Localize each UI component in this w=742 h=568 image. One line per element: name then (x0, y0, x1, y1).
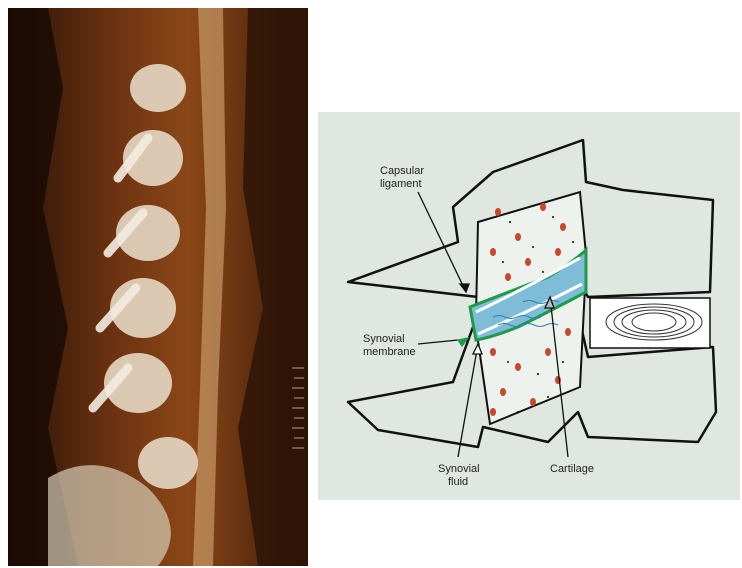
cartilage-label: Cartilage (550, 463, 594, 475)
mri-artwork (8, 8, 308, 566)
diagram-artwork: Capsular ligament Synovial membrane Syno… (318, 112, 740, 500)
synovial-membrane-label-line2: membrane (363, 346, 416, 358)
synovial-membrane-label-line1: Synovial (363, 333, 405, 345)
synovial-membrane-leader (418, 340, 458, 344)
synovial-fluid-label-line2: fluid (448, 476, 468, 488)
capsular-ligament-label-line2: ligament (380, 178, 422, 190)
facet-joint-diagram: Capsular ligament Synovial membrane Syno… (318, 112, 740, 500)
intervertebral-disc (590, 298, 710, 348)
synovial-fluid-label-line1: Synovial (438, 463, 480, 475)
capsular-ligament-label-line1: Capsular (380, 165, 424, 177)
mri-image (8, 8, 308, 566)
